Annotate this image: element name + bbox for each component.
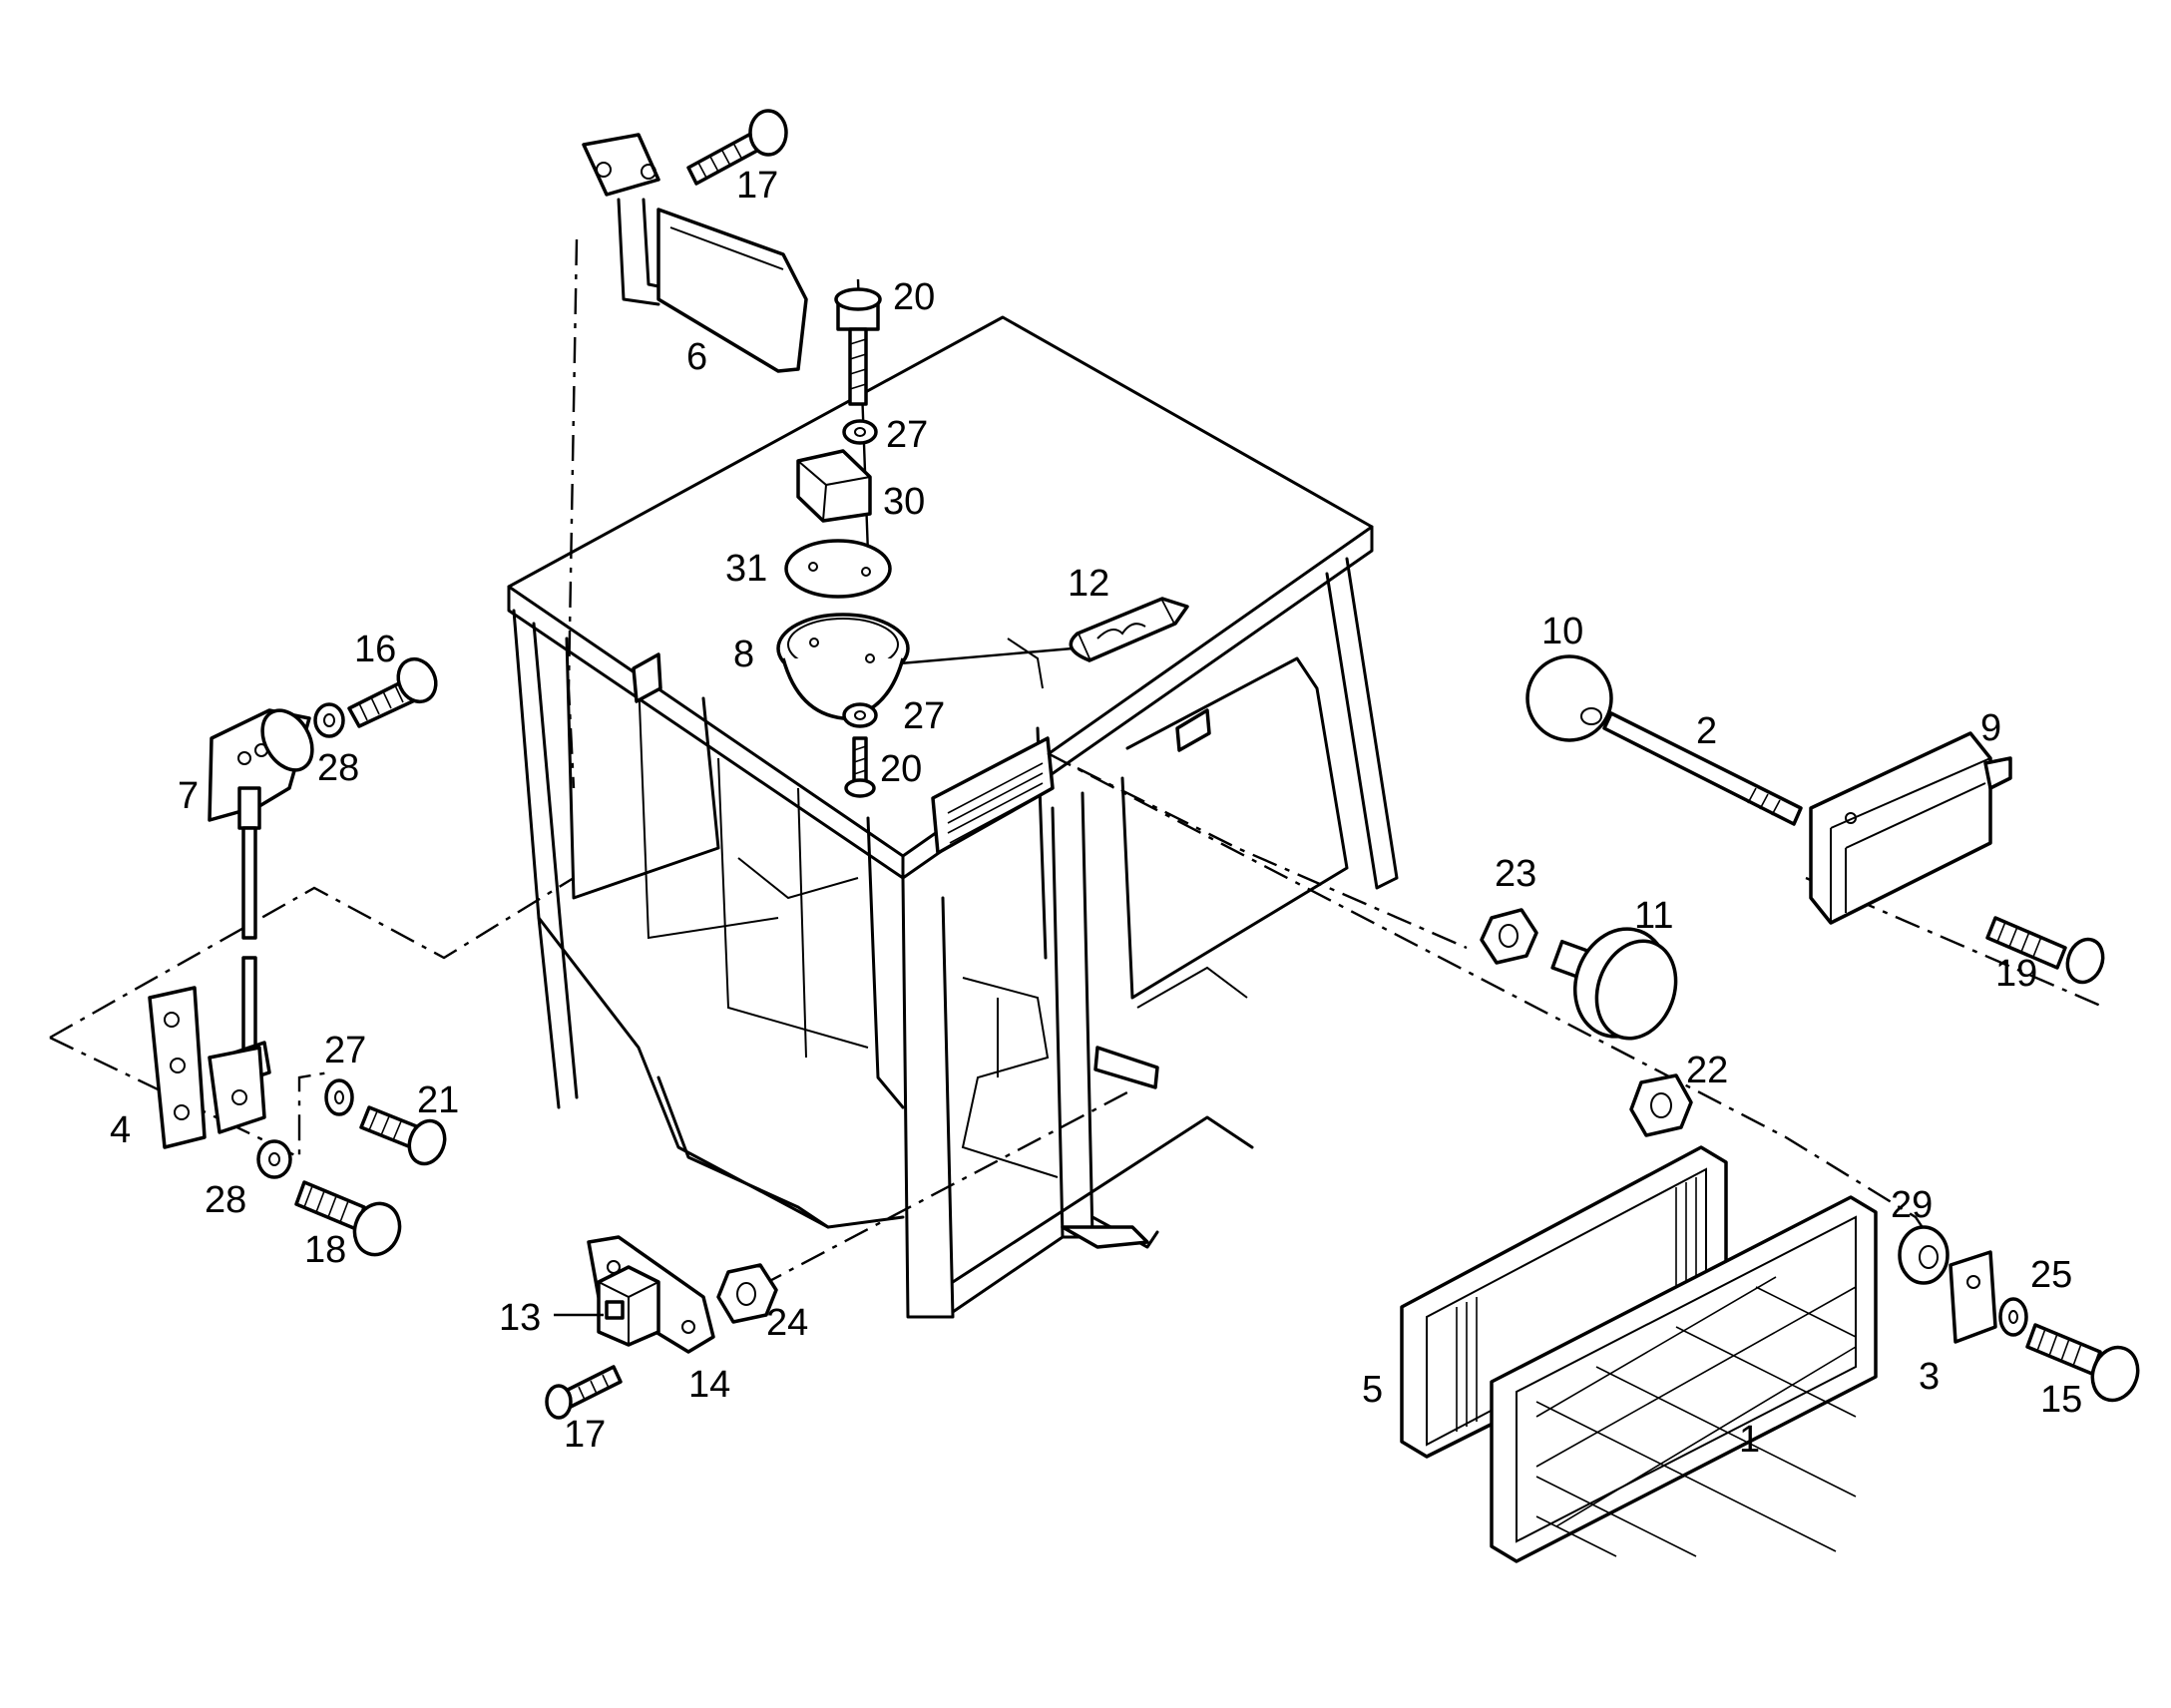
callout-25: 25	[2030, 1254, 2072, 1296]
callout-24: 24	[766, 1302, 808, 1344]
callout-17-bottom: 17	[564, 1414, 606, 1456]
mirror-assembly	[582, 109, 808, 373]
knob-10	[1525, 654, 1613, 742]
callout-18: 18	[304, 1229, 346, 1271]
callout-31: 31	[725, 548, 767, 590]
light-11	[1550, 927, 1678, 1041]
right-parts	[1480, 654, 2105, 1137]
callout-labels: 1 2 3 4 5 6 7 8 9 10 11 12 13 14 15 16 1…	[110, 165, 2082, 1461]
callout-19: 19	[1995, 953, 2037, 995]
callout-29: 29	[1891, 1184, 1933, 1226]
callout-9: 9	[1980, 707, 2001, 749]
bolt-16	[347, 656, 438, 728]
callout-12: 12	[1068, 563, 1109, 605]
screw-17-bottom	[545, 1365, 623, 1420]
mirror-arm-assembly	[148, 656, 447, 1257]
callout-14: 14	[688, 1364, 730, 1406]
bolt-18	[294, 1180, 402, 1257]
callout-20-bottom: 20	[880, 748, 922, 790]
callout-8: 8	[733, 634, 754, 675]
callout-27-top: 27	[886, 414, 928, 456]
callout-22: 22	[1686, 1050, 1728, 1091]
callout-27-left: 27	[324, 1030, 366, 1071]
callout-20-top: 20	[893, 276, 935, 318]
bulb-12	[1069, 597, 1189, 662]
lamp-housing-grille	[947, 762, 1044, 844]
mirror-glass	[656, 208, 808, 373]
callout-28-bottom: 28	[205, 1179, 246, 1221]
lamp-body-1-mesh	[1535, 1276, 1857, 1557]
bolt-15	[2025, 1323, 2140, 1403]
callout-13: 13	[499, 1297, 541, 1339]
callout-7: 7	[178, 775, 199, 817]
callout-17-top: 17	[736, 165, 778, 207]
callout-30: 30	[883, 481, 925, 523]
callout-15: 15	[2040, 1379, 2082, 1421]
lamp-body-1	[1490, 1195, 1878, 1563]
callout-2: 2	[1696, 710, 1717, 752]
license-lamp-assembly	[545, 1235, 778, 1420]
callout-23: 23	[1495, 853, 1536, 895]
cab-body	[507, 315, 1399, 1319]
bolt-19	[1985, 916, 2105, 985]
callout-3: 3	[1919, 1356, 1940, 1398]
callout-5: 5	[1362, 1369, 1383, 1411]
callout-16: 16	[354, 629, 396, 670]
callout-27-mid: 27	[903, 695, 945, 737]
callout-1: 1	[1739, 1419, 1760, 1461]
tail-lamp-assembly	[1400, 1145, 2140, 1563]
callout-6: 6	[686, 336, 707, 378]
callout-21: 21	[417, 1079, 459, 1121]
bolt-21	[359, 1105, 447, 1166]
callout-4: 4	[110, 1109, 131, 1151]
callout-11: 11	[1634, 895, 1673, 937]
roof-lamp-stack	[776, 287, 1189, 798]
callout-10: 10	[1541, 611, 1583, 652]
callout-28-top: 28	[317, 747, 359, 789]
bolt-17-top	[686, 109, 788, 186]
mirror-bracket	[582, 133, 660, 197]
